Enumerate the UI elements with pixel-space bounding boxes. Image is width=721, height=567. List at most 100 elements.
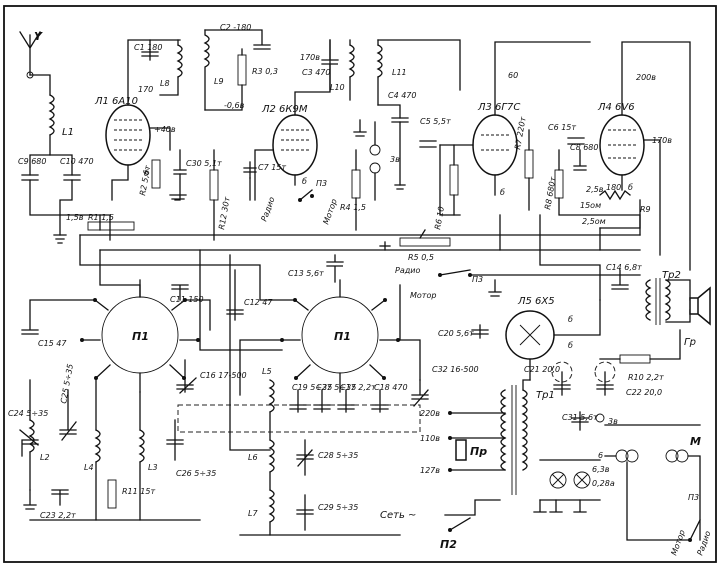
label-r2: R2 5,6т (138, 164, 152, 196)
capacitor-c24 (19, 429, 39, 446)
capacitor-c18 (371, 389, 389, 413)
lamp-icon (573, 471, 591, 489)
label-mains: Сеть ~ (380, 510, 416, 521)
switch-p3-radio[interactable] (299, 189, 313, 201)
label-l5: L5 (262, 367, 272, 376)
label-speaker: Гр (684, 337, 696, 348)
label-c15: C15 47 (38, 339, 67, 348)
coil-l5 (268, 379, 275, 413)
label-c25: C25 5÷35 (59, 363, 75, 404)
if-transformer-3: C3 470 L10 L11 C4 470 (302, 39, 461, 137)
label-tp1: Тр1 (536, 390, 555, 401)
label-c30: C30 5,1т (186, 159, 222, 168)
tube-l5-pin-a: б (568, 315, 573, 324)
label-p3-b: П3 (472, 275, 483, 284)
label-r12: R12 30т (217, 196, 232, 231)
label-l7: L7 (248, 509, 258, 518)
label-c17: C17 2,2т (340, 383, 376, 392)
coil-l2 (28, 419, 35, 453)
switch-p3-main[interactable] (439, 269, 471, 276)
ground-icon (549, 499, 563, 513)
tube-l1-label: Л1 6А10 (94, 96, 138, 107)
switch-p3-motor[interactable] (689, 519, 701, 541)
capacitor-c6 (567, 137, 585, 145)
label-c6: C6 15т (548, 123, 576, 132)
capacitor-c29 (296, 494, 314, 531)
label-p2: П2 (440, 538, 457, 551)
middle-coil-group: L5 C19 5÷35 C27 5÷35 C17 2,2т C18 470 L6… (177, 367, 421, 536)
tube-l4-heater: б (628, 183, 633, 192)
tube-l3-voltage: 60 (508, 71, 518, 80)
frame-border (3, 5, 717, 563)
tube-l4-envelope (599, 114, 645, 176)
label-fuse: Пр (470, 445, 487, 458)
capacitor-c23 (51, 489, 69, 506)
capacitor-c2 (204, 29, 271, 50)
tube-l3-label: Л3 6Г7С (477, 102, 520, 113)
label-minus-06: -0,6в (224, 101, 245, 110)
capacitor-c22 (596, 371, 614, 396)
label-motor-2: Мотор (410, 291, 436, 300)
label-l9: L9 (214, 77, 224, 86)
label-r7: R7 220т (513, 116, 528, 151)
transformer-tp1-primary (500, 389, 507, 471)
label-motor-m: М (690, 435, 701, 448)
label-c2: C2 -180 (220, 23, 251, 32)
ground-icon (488, 279, 502, 297)
capacitor-c30 (173, 149, 187, 175)
bus-lines: R5 0,5 Радио Мотор П3 C13 5,6т (79, 229, 641, 300)
output-stage: C14 6,8т Тр2 Гр (606, 263, 711, 348)
tube-l5-pin-b: б (568, 341, 573, 350)
switch-p2[interactable] (449, 517, 471, 531)
tube-l2-voltage: 170в (300, 53, 320, 62)
label-r4: R4 1,5 (340, 203, 366, 212)
tube-l4: Л4 6V6 200в 170в б C6 15т C8 680 R9 180 … (548, 41, 691, 271)
resistor-r1 (87, 221, 135, 231)
power-supply: Л5 6Х5 б б C20 5,6т C21 20,0 C22 20,0 R1… (380, 296, 681, 551)
detector-section: 3в R4 1,5 (340, 121, 406, 231)
label-c31: C31 5,6т (562, 413, 598, 422)
resistor-r7 (524, 149, 534, 179)
coil-l1 (48, 94, 55, 136)
label-l1: L1 (62, 127, 74, 138)
coil-l8 (176, 44, 183, 78)
label-c3: C3 470 (302, 68, 331, 77)
label-r5: R5 0,5 (408, 253, 434, 262)
capacitor-c28 (296, 439, 314, 476)
tube-l2-label: Л2 6К9М (261, 104, 308, 115)
capacitor-c16 (176, 359, 197, 394)
motor-section: М Мотор Радио П3 (604, 424, 713, 557)
label-c16: C16 17-500 (200, 371, 247, 380)
tube-l1-heater: б (144, 169, 149, 178)
label-c27: C27 5÷35 (316, 383, 356, 392)
resistor-r11 (107, 479, 117, 509)
label-c22: C22 20,0 (626, 388, 662, 397)
resistor-r5 (399, 237, 451, 247)
tube-l1-envelope (105, 104, 151, 166)
label-pu-2: 3в (608, 417, 618, 426)
tube-l3-heater: б (500, 188, 505, 197)
jack-icon (369, 144, 381, 156)
lamp-icon (549, 471, 567, 489)
label-r9-180: 180 (606, 183, 621, 192)
resistor-r9 (599, 189, 631, 201)
label-220v: 220в (420, 409, 440, 418)
label-l2: L2 (40, 453, 50, 462)
label-l4: L4 (84, 463, 94, 472)
tube-l3-envelope (472, 114, 518, 176)
label-r9-25: 2,5ом (582, 217, 606, 226)
resistor-r6 (449, 164, 459, 196)
label-p3-a: П3 (316, 179, 327, 188)
label-15v: 1,5в (66, 213, 84, 222)
label-c19: C19 5÷35 (292, 383, 332, 392)
label-motor-1: Мотор (321, 198, 338, 226)
label-c24: C24 5÷35 (8, 409, 48, 418)
coil-l10 (348, 44, 355, 78)
if-transformer-2: L9 C2 -180 R3 0,3 -0,6в (203, 23, 278, 111)
label-r10: R10 2,2т (628, 373, 664, 382)
capacitor-c25 (59, 389, 77, 441)
label-c23: C23 2,2т (40, 511, 76, 520)
antenna-label: Y (34, 30, 43, 43)
motor-coil-icon (665, 449, 679, 463)
